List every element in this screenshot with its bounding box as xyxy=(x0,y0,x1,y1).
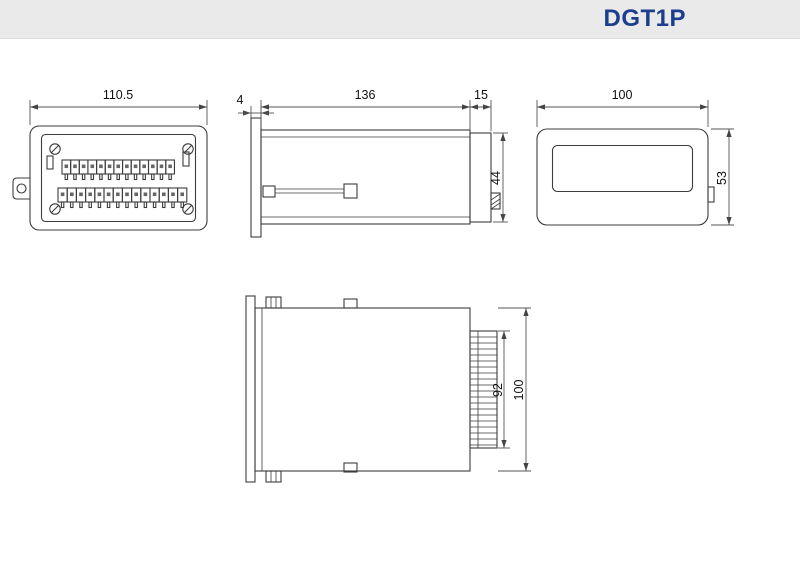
dim-side-depth: 136 xyxy=(260,88,471,130)
dim-side-height: 44 xyxy=(489,132,508,223)
display-window xyxy=(551,144,694,193)
top-view xyxy=(245,295,498,483)
clamp-screw xyxy=(265,296,282,309)
dim-side-height-label: 44 xyxy=(489,171,503,185)
dim-rear-width: 110.5 xyxy=(29,88,208,125)
terminal-comb xyxy=(470,336,497,446)
connector-stub xyxy=(490,192,501,210)
side-tab xyxy=(707,186,715,203)
clamp-screw-head xyxy=(262,185,276,198)
product-title: DGT1P xyxy=(603,5,686,32)
dim-top-terminal: 92 xyxy=(491,330,510,449)
ear-hole xyxy=(16,183,27,194)
latch-tab xyxy=(46,155,54,170)
dim-side-flange-label: 4 xyxy=(237,93,244,107)
latch-tab xyxy=(182,151,190,167)
dim-front-height: 53 xyxy=(711,128,734,226)
dim-top-width: 100 xyxy=(498,307,531,472)
dim-top-width-label: 100 xyxy=(512,380,526,401)
screw-slot xyxy=(184,145,192,153)
mounting-clamp xyxy=(343,462,358,473)
screw-slot xyxy=(51,205,59,213)
front-case xyxy=(536,128,709,226)
dim-rear-width-label: 110.5 xyxy=(103,88,133,102)
front-bezel xyxy=(250,117,262,238)
terminal-row-upper xyxy=(61,159,176,181)
rear-terminal-section xyxy=(469,132,492,223)
mounting-ear xyxy=(12,177,30,200)
screw-icon xyxy=(182,143,194,155)
dim-front-width: 100 xyxy=(536,88,709,127)
front-view xyxy=(536,128,715,226)
hatch-line xyxy=(490,202,501,210)
dim-front-width-label: 100 xyxy=(612,88,633,102)
rear-inner-frame xyxy=(40,133,197,223)
screw-slot xyxy=(184,205,192,213)
hatch-line xyxy=(490,193,501,201)
hatch-line xyxy=(490,198,501,206)
dim-top-terminal-label: 92 xyxy=(491,383,505,397)
mounting-clamp xyxy=(343,298,358,309)
front-flange xyxy=(245,295,256,483)
screw-icon xyxy=(49,143,61,155)
screw-icon xyxy=(49,203,61,215)
side-body xyxy=(260,129,471,225)
terminal-row-lower xyxy=(57,187,188,209)
dim-side-depth-label: 136 xyxy=(355,88,376,102)
header-band: DGT1P xyxy=(0,0,800,39)
dim-side-rear-label: 15 xyxy=(474,88,488,102)
dimension-annotations: 110.5 4 136 15 44 100 53 92 100 xyxy=(29,88,734,472)
mounting-clamp xyxy=(343,183,358,199)
dim-side-rear: 15 xyxy=(470,88,492,131)
side-view xyxy=(250,117,501,238)
top-body xyxy=(254,307,471,472)
rear-view xyxy=(12,125,208,231)
screw-icon xyxy=(182,203,194,215)
terminal-strip xyxy=(469,330,498,449)
clamp-screw xyxy=(265,470,282,483)
dim-front-height-label: 53 xyxy=(715,171,729,185)
dim-side-flange: 4 xyxy=(237,93,274,128)
screw-slot xyxy=(51,145,59,153)
